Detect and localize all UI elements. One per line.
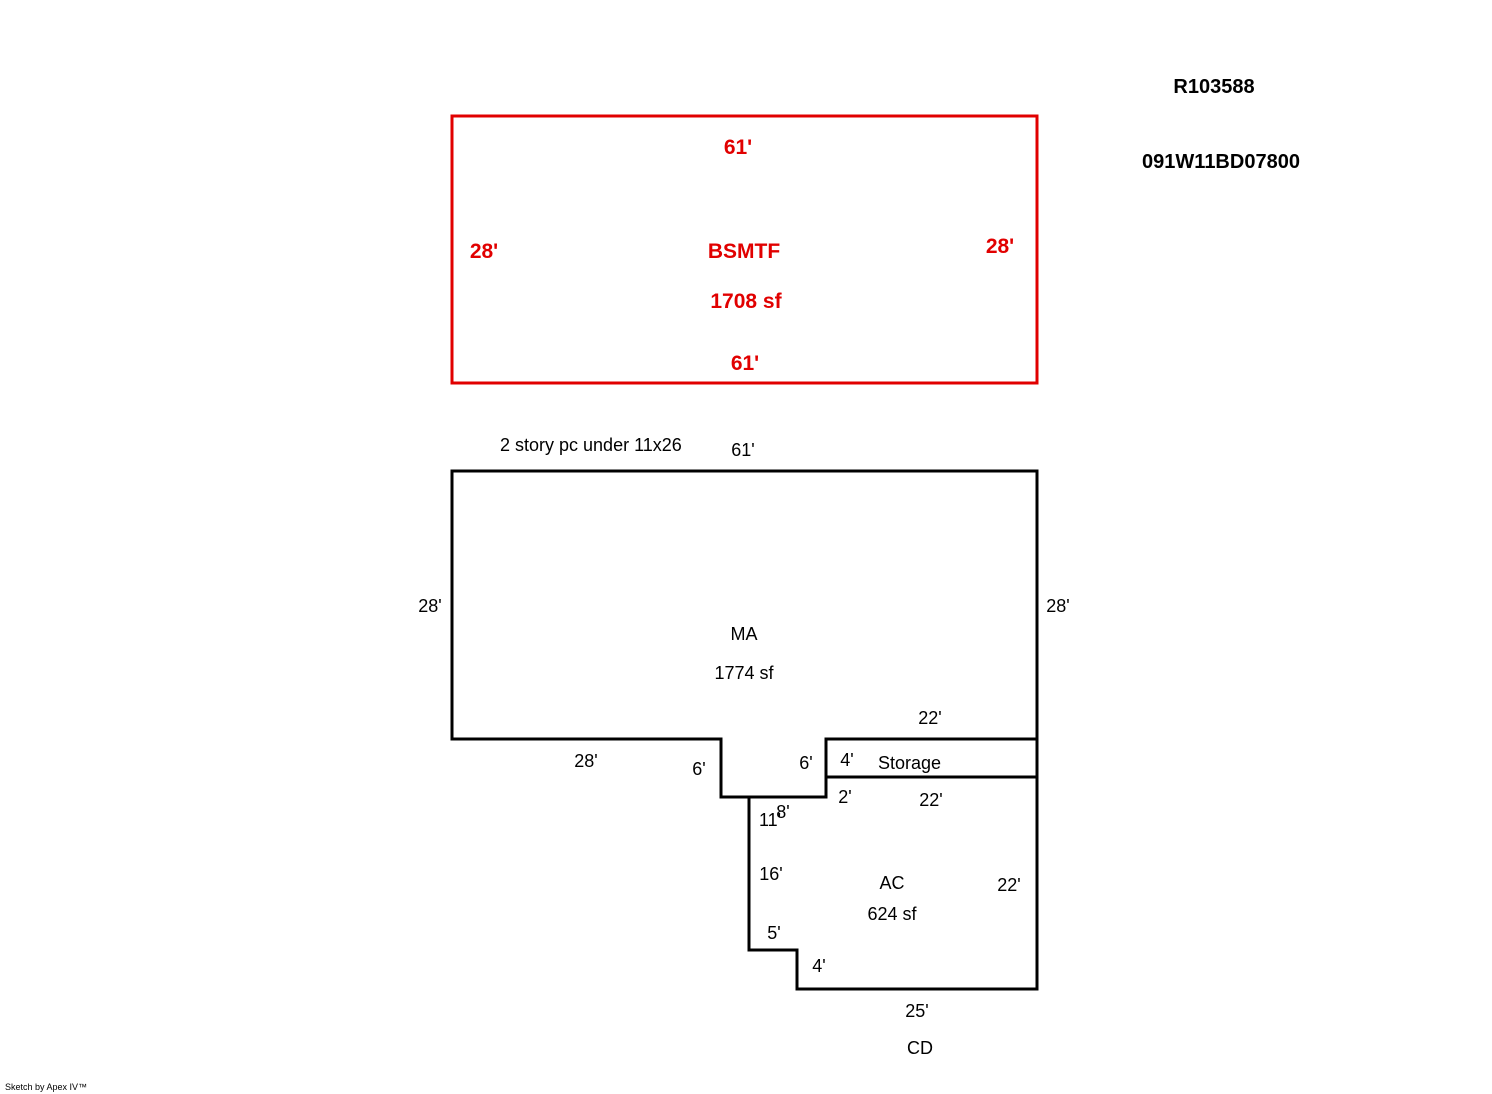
storage-dim-left: 4' bbox=[840, 750, 853, 770]
map-number: 091W11BD07800 bbox=[1142, 151, 1300, 173]
account-number: R103588 bbox=[1173, 76, 1254, 98]
attached-dim-top: 22' bbox=[919, 790, 942, 810]
attached-dim-left: 16' bbox=[759, 864, 782, 884]
attached-dim-step: 2' bbox=[838, 787, 851, 807]
attached-dim-top-left-b: 8' bbox=[776, 802, 789, 822]
basement-outline bbox=[450, 114, 1039, 385]
main-dim-step-right: 22' bbox=[918, 708, 941, 728]
basement-dim-right: 28' bbox=[986, 235, 1014, 258]
main-dim-left: 28' bbox=[418, 596, 441, 616]
construction-note: 2 story pc under 11x26 bbox=[500, 435, 682, 455]
attached-dim-jog-top: 5' bbox=[767, 923, 780, 943]
attached-dim-jog-side: 4' bbox=[812, 956, 825, 976]
storage-name: Storage bbox=[878, 753, 941, 773]
attached-area-outline bbox=[747, 775, 1039, 991]
main-dim-bottom-left: 28' bbox=[574, 751, 597, 771]
main-dim-notch-left: 6' bbox=[692, 759, 705, 779]
basement-dim-left: 28' bbox=[470, 240, 498, 263]
main-dim-top: 61' bbox=[731, 440, 754, 460]
attached-area-name: AC bbox=[879, 873, 904, 893]
basement-area: 1708 sf bbox=[710, 290, 782, 313]
basement-name: BSMTF bbox=[708, 240, 780, 263]
sketch-credit: Sketch by Apex IV™ bbox=[5, 1082, 87, 1092]
main-area-size: 1774 sf bbox=[714, 663, 774, 683]
main-dim-notch-right: 6' bbox=[799, 753, 812, 773]
attached-dim-right: 22' bbox=[997, 875, 1020, 895]
attached-area-size: 624 sf bbox=[867, 904, 917, 924]
basement-dim-bottom: 61' bbox=[731, 352, 759, 375]
attached-dim-top-left-a: 11' bbox=[759, 810, 781, 830]
basement-dim-top: 61' bbox=[724, 136, 752, 159]
main-area-name: MA bbox=[731, 624, 758, 644]
attached-dim-bottom: 25' bbox=[905, 1001, 928, 1021]
main-dim-right: 28' bbox=[1046, 596, 1069, 616]
deck-label: CD bbox=[907, 1038, 933, 1058]
